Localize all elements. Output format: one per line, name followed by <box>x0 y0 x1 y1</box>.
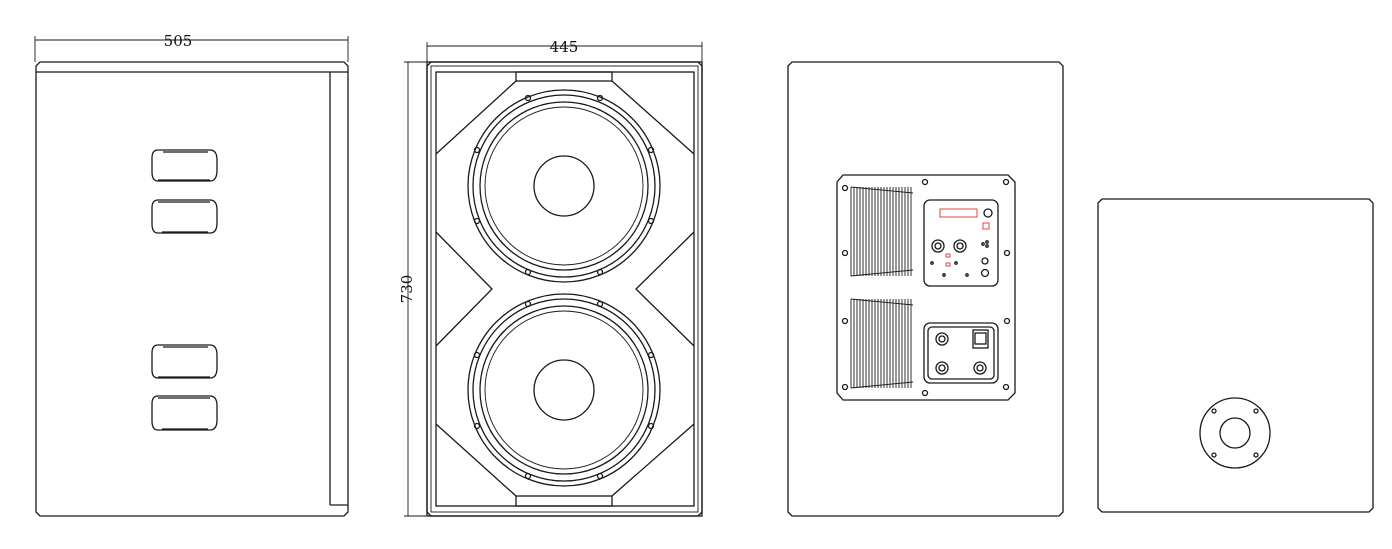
power-switch[interactable] <box>972 329 989 349</box>
woofer-top <box>467 89 661 283</box>
front-cabinet-outline <box>426 61 703 517</box>
mode-switch[interactable] <box>980 268 990 278</box>
woofer-bottom <box>467 293 661 487</box>
bottom-cabinet-outline <box>1097 198 1374 513</box>
display-window <box>939 208 978 218</box>
handle-bottom-1 <box>151 344 218 379</box>
xlr-input-b[interactable] <box>953 239 967 253</box>
amplifier-plate <box>836 174 1016 401</box>
heatsink-fins-top <box>850 186 914 277</box>
bottom-port-slot <box>515 495 613 507</box>
volume-knob[interactable] <box>983 208 993 218</box>
powercon-out[interactable] <box>935 361 949 375</box>
front-baffle <box>435 71 695 507</box>
gain-knob[interactable] <box>981 257 989 265</box>
side-view: 505 <box>34 32 349 517</box>
indicator-led <box>982 222 990 230</box>
handle-top-2 <box>151 199 218 234</box>
bottom-view <box>1097 198 1374 513</box>
heatsink-fins-bottom <box>850 298 914 389</box>
front-view: 445 730 <box>398 38 703 517</box>
width-dimension-label: 445 <box>550 38 579 56</box>
dust-cap-top <box>533 155 595 217</box>
plate-screws <box>841 178 1011 397</box>
depth-dimension-label: 505 <box>164 32 193 50</box>
handle-top-1 <box>151 149 218 182</box>
height-dimension-label: 730 <box>398 275 416 304</box>
pole-mount-cup <box>1199 397 1271 469</box>
dust-cap-bottom <box>533 359 595 421</box>
rear-view <box>787 61 1064 517</box>
side-cabinet-outline <box>35 61 349 517</box>
power-panel <box>923 322 999 384</box>
control-panel <box>923 199 999 287</box>
xlr-input-a[interactable] <box>931 239 945 253</box>
handle-bottom-2 <box>151 395 218 431</box>
powercon-in[interactable] <box>935 332 949 346</box>
speakon-out[interactable] <box>973 361 987 375</box>
rear-cabinet-outline <box>787 61 1064 517</box>
top-port-slot <box>515 71 613 82</box>
